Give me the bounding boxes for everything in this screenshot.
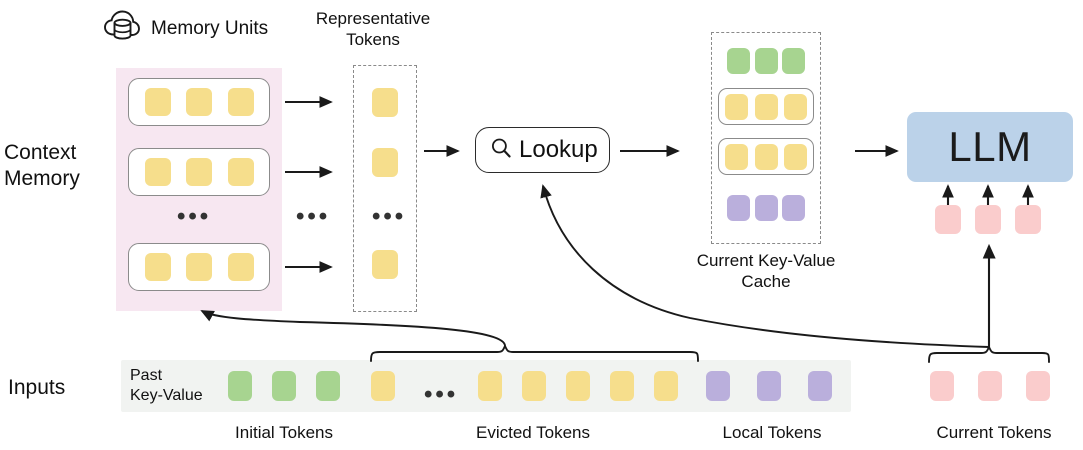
memory-unit[interactable] <box>128 148 270 196</box>
kv-cache-row-initial <box>722 45 810 77</box>
memory-unit[interactable] <box>128 78 270 126</box>
kv-token <box>725 93 749 120</box>
kv-token <box>783 93 807 120</box>
llm-current-token <box>975 205 1001 234</box>
kv-token <box>726 195 750 221</box>
kv-token <box>782 195 806 221</box>
input-token-current <box>930 371 954 401</box>
row-label-inputs: Inputs <box>8 376 66 399</box>
input-token-local <box>808 371 832 401</box>
input-token-current <box>1026 371 1050 401</box>
memory-unit[interactable] <box>128 243 270 291</box>
kv-cache-row-retrieved <box>718 88 814 125</box>
cloud-database-icon <box>103 8 143 49</box>
input-token-evicted <box>610 371 634 401</box>
kvcache-to-llm-arrow <box>855 145 899 157</box>
input-token-evicted <box>654 371 678 401</box>
representative-tokens-caption: Representative Tokens <box>315 9 431 49</box>
kv-cache-caption: Current Key-Value Cache <box>696 251 836 291</box>
input-token-evicted <box>478 371 502 401</box>
input-token-initial <box>272 371 296 401</box>
memory-token <box>227 158 254 186</box>
memory-token <box>144 253 171 281</box>
llm-block[interactable]: LLM <box>907 112 1073 182</box>
memory-token <box>144 158 171 186</box>
memory-token <box>227 253 254 281</box>
row-label-context-memory: Context Memory <box>4 141 80 190</box>
memory-units-label: Memory Units <box>151 17 269 39</box>
memory-token <box>186 158 212 186</box>
input-token-evicted <box>566 371 590 401</box>
input-token-evicted <box>522 371 546 401</box>
representative-to-lookup-arrow <box>424 145 460 157</box>
lookup-to-kvcache-arrow <box>620 145 680 157</box>
curve-evicted-to-context-memory <box>200 310 506 347</box>
memory-token <box>144 88 171 116</box>
lookup-label: Lookup <box>519 136 598 163</box>
representative-token <box>372 148 398 177</box>
input-token-current <box>978 371 1002 401</box>
kv-cache-row-retrieved <box>718 138 814 175</box>
kv-token <box>725 143 749 170</box>
llm-current-token <box>1015 205 1041 234</box>
kv-token <box>754 93 778 120</box>
input-token-initial <box>228 371 252 401</box>
magnifier-icon <box>490 137 512 164</box>
input-token-initial <box>316 371 340 401</box>
memory-token <box>186 253 212 281</box>
current-tokens-to-llm-arrows <box>942 184 1034 206</box>
brace-evicted-tokens <box>370 343 699 362</box>
representative-token <box>372 250 398 279</box>
kv-token <box>783 143 807 170</box>
caption-current-tokens: Current Tokens <box>936 423 1052 442</box>
kv-cache-box <box>711 32 821 244</box>
kv-token <box>754 48 778 74</box>
input-token-evicted <box>371 371 395 401</box>
input-token-local <box>757 371 781 401</box>
kv-token <box>726 48 750 74</box>
kv-token <box>782 48 806 74</box>
lookup-button[interactable]: Lookup <box>475 127 610 173</box>
memory-units-header: Memory Units <box>103 8 268 49</box>
llm-current-token <box>935 205 961 234</box>
representative-token <box>372 88 398 117</box>
kv-token <box>754 195 778 221</box>
memory-token <box>227 88 254 116</box>
llm-label: LLM <box>948 123 1032 170</box>
past-key-value-label: Past Key-Value <box>130 367 203 404</box>
curve-current-tokens-to-lookup <box>540 184 990 348</box>
caption-local-tokens: Local Tokens <box>722 423 822 442</box>
memory-token <box>186 88 212 116</box>
caption-evicted-tokens: Evicted Tokens <box>475 423 591 442</box>
kv-cache-row-local <box>722 192 810 224</box>
memory-to-representative-arrows <box>285 96 333 273</box>
brace-current-tokens <box>928 344 1050 363</box>
input-token-local <box>706 371 730 401</box>
kv-token <box>754 143 778 170</box>
representative-tokens-box <box>353 65 417 312</box>
caption-initial-tokens: Initial Tokens <box>235 423 333 442</box>
